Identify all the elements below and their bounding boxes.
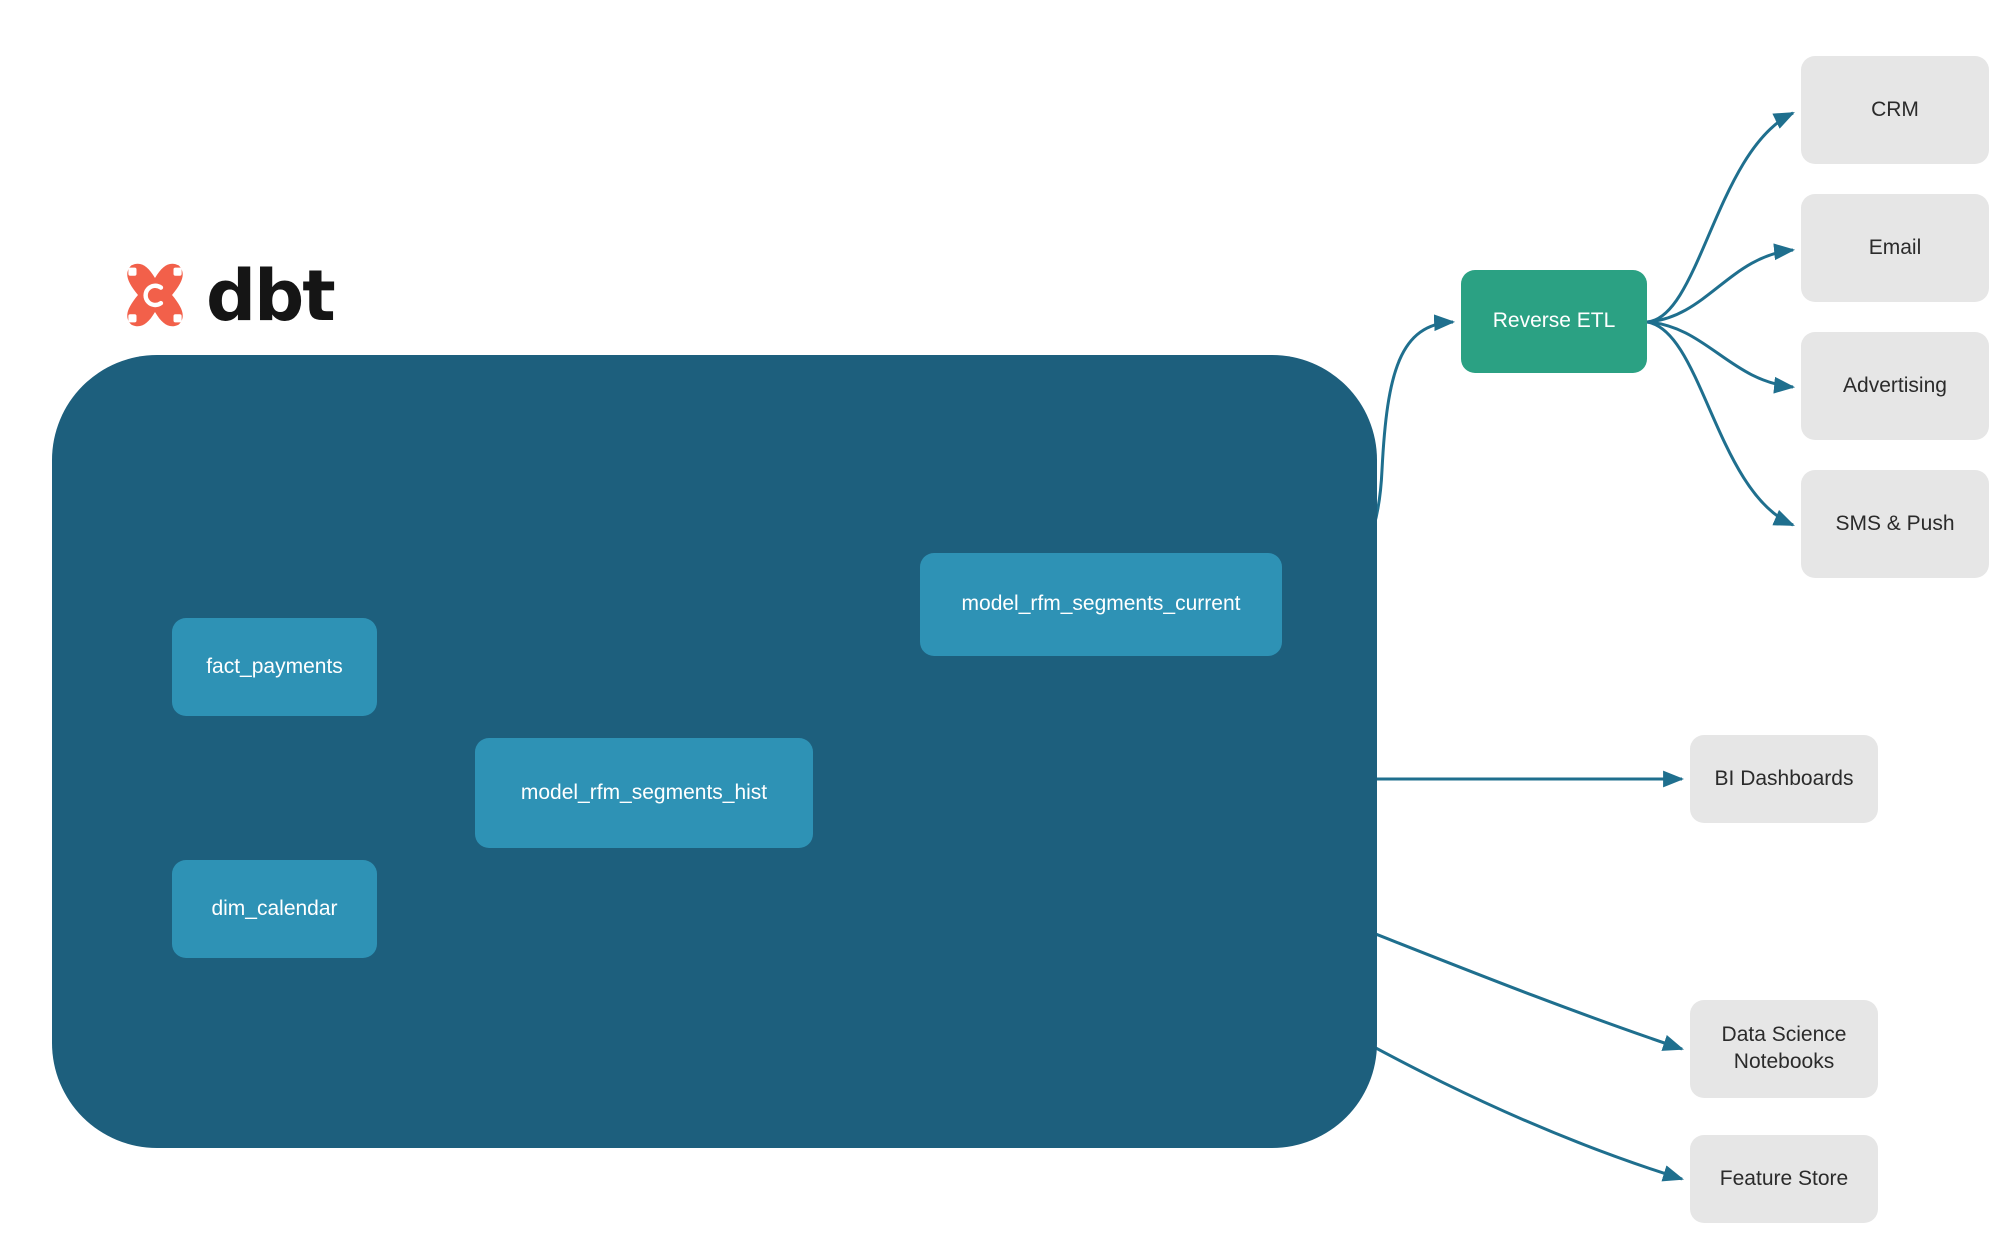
dbt-logo: dbt <box>118 255 336 337</box>
node-label: Email <box>1868 235 1922 259</box>
node-label: BI Dashboards <box>1714 766 1854 790</box>
edge-reverse-etl-to-advertising <box>1646 320 1796 394</box>
destination-node-bi-dashboards[interactable]: BI Dashboards <box>1690 735 1878 823</box>
node-label: dim_calendar <box>211 896 338 920</box>
node-label: CRM <box>1871 97 1919 121</box>
destination-node-email[interactable]: Email <box>1801 194 1989 302</box>
model-node-fact-payments[interactable]: fact_payments <box>172 618 377 716</box>
edge-reverse-etl-to-email <box>1646 243 1796 324</box>
model-node-dim-calendar[interactable]: dim_calendar <box>172 860 377 958</box>
node-label: fact_payments <box>206 654 343 678</box>
destination-node-feature-store[interactable]: Feature Store <box>1690 1135 1878 1223</box>
dbt-x-mark-icon <box>127 263 183 327</box>
destination-node-sms-push[interactable]: SMS & Push <box>1801 470 1989 578</box>
edge-reverse-etl-to-crm <box>1646 111 1795 324</box>
node-label: Feature Store <box>1719 1166 1849 1190</box>
destination-node-crm[interactable]: CRM <box>1801 56 1989 164</box>
node-label: Data Science Notebooks <box>1721 1023 1847 1073</box>
model-node-model-rfm-segments-current[interactable]: model_rfm_segments_current <box>920 553 1282 656</box>
node-label: SMS & Push <box>1835 511 1955 535</box>
dbt-wordmark: dbt <box>206 255 336 337</box>
node-label: model_rfm_segments_current <box>961 592 1241 616</box>
node-label: Reverse ETL <box>1492 309 1616 333</box>
activation-node-reverse-etl[interactable]: Reverse ETL <box>1461 270 1647 373</box>
destination-node-data-science-notebooks[interactable]: Data Science Notebooks <box>1690 1000 1878 1098</box>
model-node-model-rfm-segments-hist[interactable]: model_rfm_segments_hist <box>475 738 813 848</box>
destination-node-advertising[interactable]: Advertising <box>1801 332 1989 440</box>
edge-reverse-etl-to-sms-push <box>1646 320 1795 527</box>
node-label: Advertising <box>1843 373 1947 397</box>
node-label: model_rfm_segments_hist <box>520 780 768 804</box>
